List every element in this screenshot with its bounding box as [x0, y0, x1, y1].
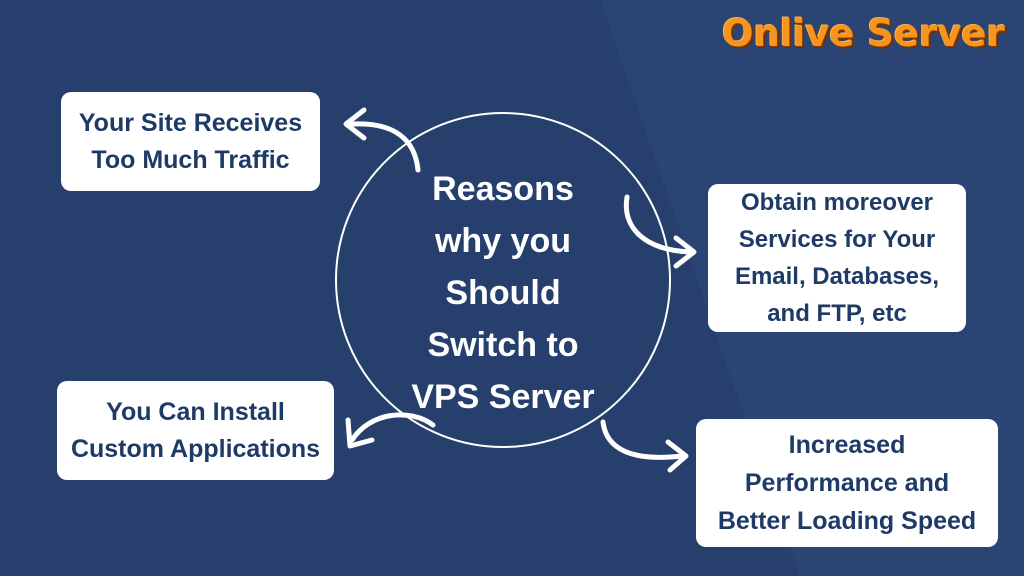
reason-text-line: Email, Databases, [734, 263, 940, 290]
reason-text-line: and FTP, etc [767, 300, 907, 327]
center-title-line: VPS Server [411, 378, 595, 416]
reason-text-line: Better Loading Speed [717, 507, 977, 535]
reason-box-performance: Increased Performance and Better Loading… [696, 419, 998, 547]
reason-box-custom-apps: You Can Install Custom Applications [57, 381, 334, 480]
center-circle [335, 112, 671, 448]
reason-text-line: Custom Applications [70, 434, 321, 463]
reason-box-services: Obtain moreover Services for Your Email,… [708, 184, 966, 332]
reason-text-line: Your Site Receives [78, 108, 303, 137]
center-title-line: Should [445, 274, 561, 312]
center-title-line: Switch to [427, 326, 579, 364]
reason-text-line: Increased [788, 431, 906, 459]
reason-text-line: Performance and [744, 469, 950, 497]
center-title-line: Reasons [432, 170, 574, 208]
reason-text-line: Too Much Traffic [91, 145, 290, 174]
brand-logo: Onlive Server [722, 12, 1005, 55]
reason-text-line: You Can Install [106, 397, 285, 426]
reason-text-line: Obtain moreover [740, 189, 934, 216]
reason-box-traffic: Your Site Receives Too Much Traffic [61, 92, 320, 191]
center-title-line: why you [434, 222, 572, 260]
center-title: Reasons why you Should Switch to VPS Ser… [375, 163, 631, 423]
reason-text-line: Services for Your [738, 226, 936, 253]
